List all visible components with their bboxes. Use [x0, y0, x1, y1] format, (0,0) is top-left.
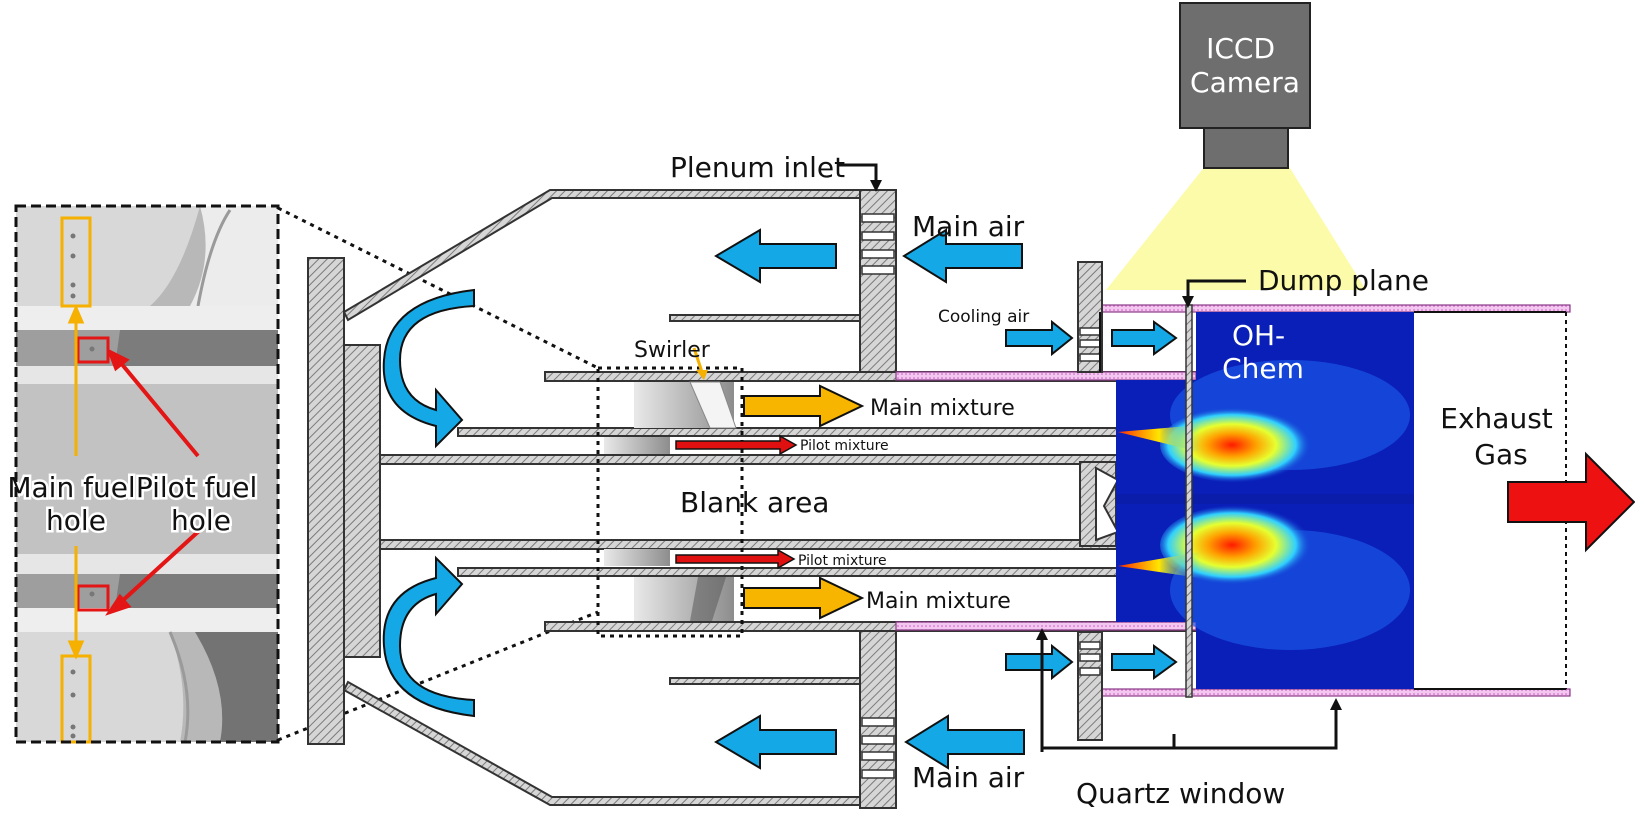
oh-chem-label: OH- Chem: [1222, 319, 1304, 385]
iccd-camera: ICCD Camera: [1106, 2, 1366, 290]
swirler-section: [596, 366, 744, 638]
plenum-wall-bottom: [859, 625, 897, 809]
air-arrows: [714, 228, 1178, 770]
exhaust-gas-label: Exhaust Gas: [1440, 402, 1561, 471]
exhaust-duct: [1099, 311, 1567, 690]
arrow-left-icon: [902, 228, 1023, 284]
pilot-fuel-hole-label: Pilot fuel hole: [136, 471, 266, 537]
plenum-inlet-label: Plenum inlet: [670, 151, 845, 184]
cooling-air-arrow: [1111, 320, 1178, 356]
blank-area-label: Blank area: [680, 486, 829, 519]
pilot-fuel-hole-marker-bottom: [76, 584, 110, 612]
svg-text:ICCD Camera: ICCD Camera: [1190, 32, 1300, 99]
inner-end-plate: [343, 344, 381, 658]
annulus-tubes: [379, 371, 1196, 632]
end-plate: [307, 257, 345, 745]
quartz-window-label: Quartz window: [1076, 777, 1285, 810]
curved-arrow-icon: [382, 288, 475, 718]
cooling-air-arrow: [1111, 644, 1178, 680]
main-fuel-hole-label: Main fuel hole: [7, 471, 144, 537]
pilot-mixture-label-top: Pilot mixture: [800, 438, 889, 454]
blank-area-box: [596, 366, 744, 638]
arrow-left-icon: [714, 228, 837, 284]
pilot-mixture-label-bottom: Pilot mixture: [798, 553, 887, 569]
main-air-label-top: Main air: [912, 210, 1025, 243]
main-mixture-label-bottom: Main mixture: [866, 589, 1011, 614]
arrow-left-icon: [904, 714, 1025, 770]
cooling-air-label: Cooling air: [938, 307, 1029, 327]
arrow-right-icon: [1507, 451, 1635, 553]
pilot-mixture-arrows: [675, 434, 798, 570]
arrow-left-icon: [714, 714, 837, 770]
oh-chemiluminescence-image: [1116, 312, 1414, 689]
bluff-body: [1079, 461, 1120, 547]
main-air-label-bottom: Main air: [912, 761, 1025, 794]
main-mixture-arrows: [743, 384, 865, 620]
zoom-inset: Main fuel hole Pilot fuel hole: [5, 204, 280, 744]
cooling-air-arrow: [1005, 643, 1074, 681]
main-mixture-label-top: Main mixture: [870, 396, 1015, 421]
cooling-air-arrow: [1005, 319, 1074, 357]
swirler-label: Swirler: [634, 338, 711, 363]
leader-lines: [838, 163, 1342, 752]
dump-plane-label: Dump plane: [1258, 264, 1429, 297]
